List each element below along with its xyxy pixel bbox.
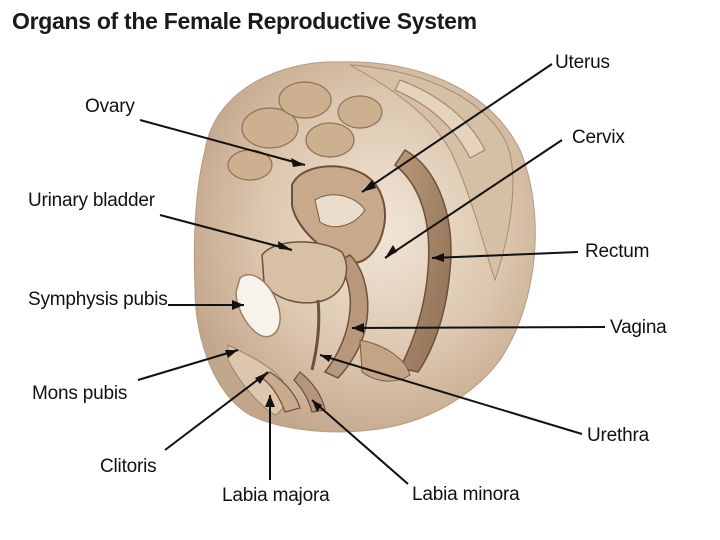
- urethra-organ: [310, 299, 321, 371]
- label-vagina: Vagina: [610, 317, 667, 338]
- label-ovary: Ovary: [85, 96, 135, 117]
- bladder-organ: [261, 241, 348, 304]
- label-clitoris: Clitoris: [100, 456, 157, 477]
- labia-minora-organ: [293, 371, 326, 413]
- label-rectum: Rectum: [585, 241, 650, 262]
- label-urethra: Urethra: [587, 425, 649, 446]
- diagram-title: Organs of the Female Reproductive System: [12, 8, 477, 34]
- leader-lines: [137, 63, 606, 485]
- label-labia-majora: Labia majora: [222, 485, 330, 506]
- intestine-loops: [227, 81, 383, 181]
- symphysis-pubis-bone: [235, 274, 281, 338]
- label-uterus: Uterus: [555, 52, 610, 73]
- label-cervix: Cervix: [572, 127, 625, 148]
- rectum-organ: [393, 149, 452, 373]
- labia-majora-organ: [260, 371, 301, 413]
- label-urinary-bladder: Urinary bladder: [28, 190, 155, 211]
- label-mons-pubis: Mons pubis: [32, 383, 128, 404]
- label-labia-minora: Labia minora: [412, 484, 520, 505]
- leader-arrowheads: [225, 158, 444, 412]
- label-symphysis-pubis: Symphysis pubis: [28, 289, 168, 310]
- vagina-organ: [323, 254, 369, 379]
